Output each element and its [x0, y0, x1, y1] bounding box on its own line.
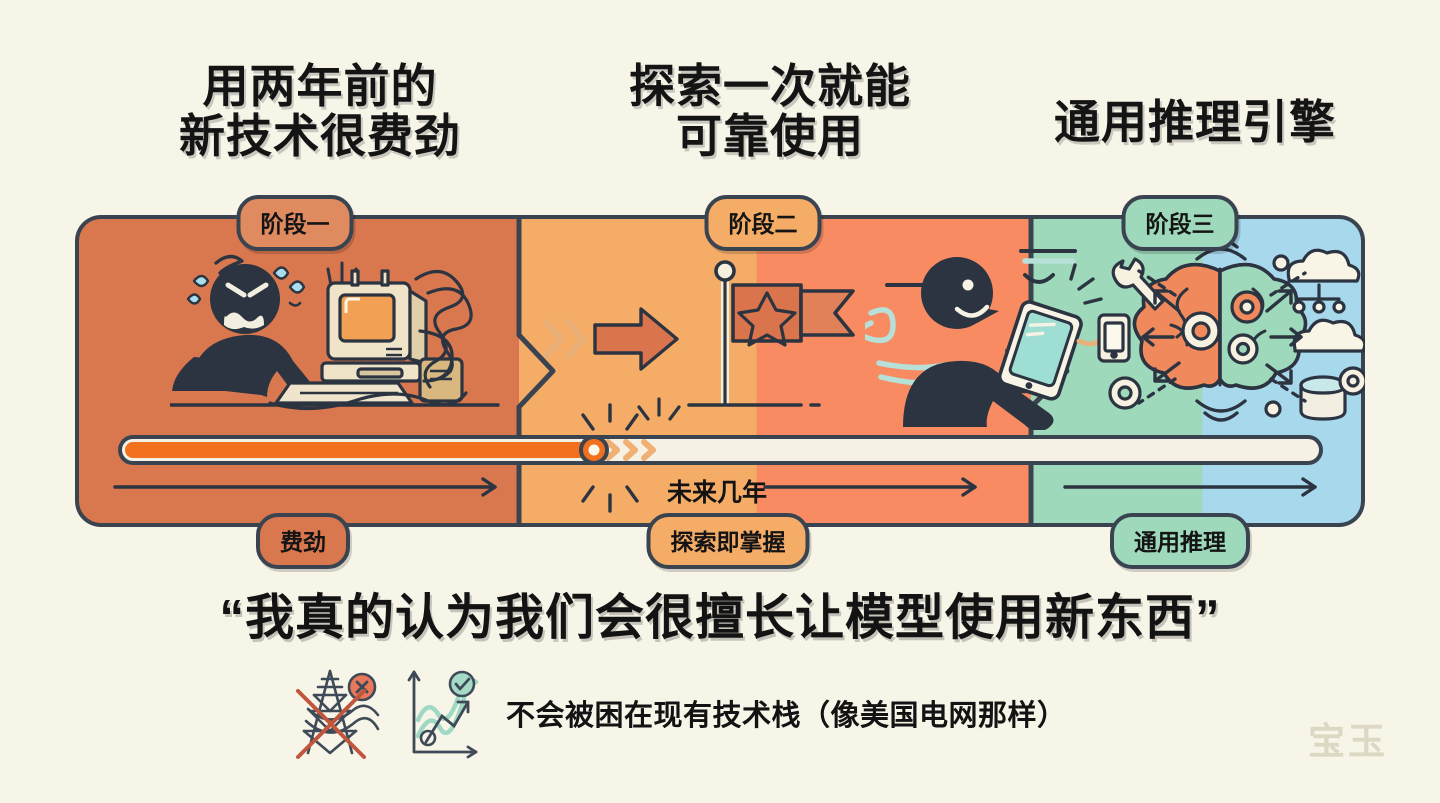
stage-chip-3: 通用推理	[1110, 513, 1250, 569]
progress-slider-fill	[125, 442, 593, 458]
timeline-arrows	[113, 477, 1317, 497]
caption-text: 不会被困在现有技术栈（像美国电网那样）	[506, 700, 1067, 732]
illustration-brain-network	[1097, 238, 1365, 422]
stage-board: 未来几年	[75, 215, 1365, 527]
stage-badge-1: 阶段一	[236, 195, 354, 251]
heading-stage-1: 用两年前的 新技术很费劲	[179, 60, 461, 162]
progress-arrow-icon	[543, 307, 679, 371]
timeline-middle-label: 未来几年	[667, 479, 768, 507]
caption-row: 不会被困在现有技术栈（像美国电网那样）	[290, 665, 1067, 761]
stage-chip-1: 费劲	[256, 513, 350, 569]
watermark: 宝玉	[1308, 721, 1388, 762]
stage-badge-2: 阶段二	[704, 195, 822, 251]
quote-text: “我真的认为我们会很擅长让模型使用新东西”	[219, 591, 1221, 645]
slider-chevrons-icon	[605, 439, 656, 461]
progress-slider-knob[interactable]	[579, 435, 609, 465]
stage-badge-3: 阶段三	[1121, 195, 1239, 251]
illustration-person-tablet	[865, 249, 1104, 430]
sparkle-icon-left	[637, 397, 681, 421]
progress-slider[interactable]	[118, 435, 1323, 465]
heading-stage-3: 通用推理引擎	[1054, 96, 1336, 148]
stage-chip-2: 探索即掌握	[646, 513, 810, 569]
sparkle-icon-knob	[581, 403, 639, 513]
heading-stage-2: 探索一次就能 可靠使用	[629, 60, 911, 162]
illustration-milestone-flag	[687, 260, 855, 407]
rising-chart-check-icon	[407, 670, 479, 759]
crossed-out-power-pylon-icon	[296, 669, 380, 759]
illustration-frustrated-person	[170, 254, 500, 411]
